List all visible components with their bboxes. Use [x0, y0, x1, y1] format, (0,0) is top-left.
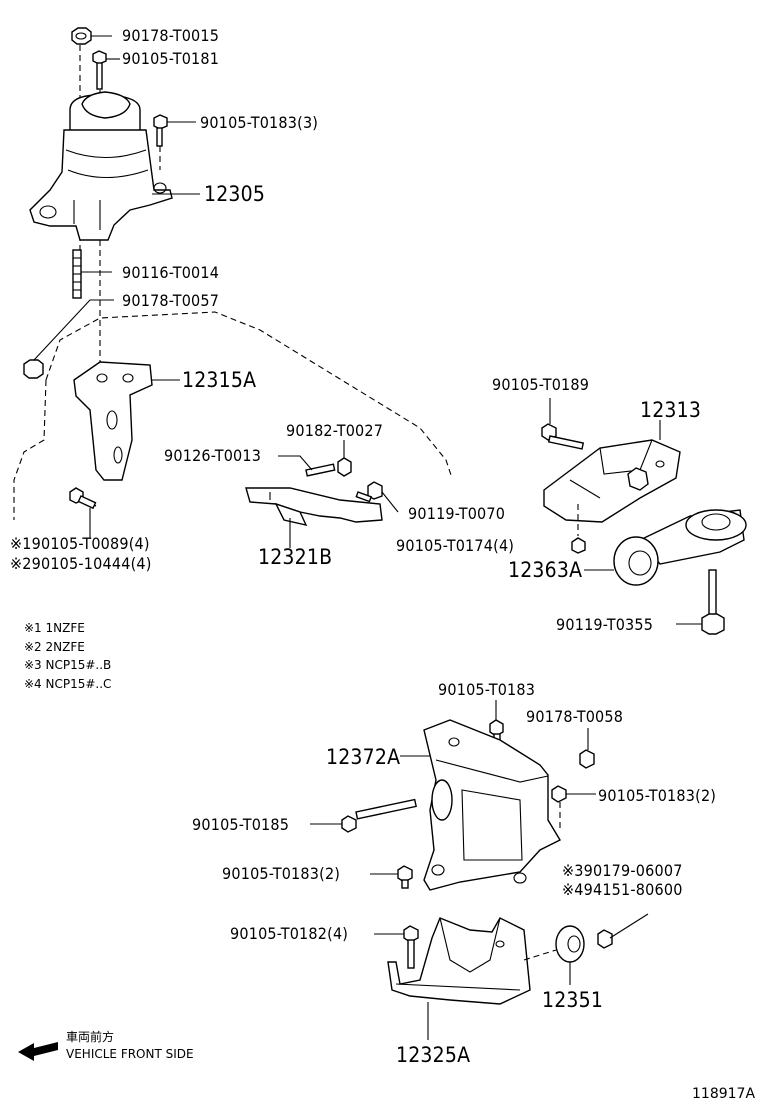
label-90105-T0183-3: 90105-T0183(3): [200, 113, 319, 132]
bracket-12313-drawing: [543, 439, 681, 523]
label-94151-80600: ※494151-80600: [562, 880, 683, 899]
label-12321B: 12321B: [258, 545, 333, 569]
nut-90182-T0027-drawing: [337, 457, 352, 477]
label-90105-T0183-2b: 90105-T0183(2): [222, 864, 341, 883]
label-90105-T0089-4: ※190105-T0089(4): [10, 534, 150, 553]
bracket-12321B-drawing: [245, 487, 383, 526]
bolt-90105-T0174-drawing: [571, 537, 586, 554]
note-4: ※4 NCP15#..C: [24, 677, 112, 691]
stud-90116-T0014-drawing: [72, 249, 82, 299]
label-90105-10444-4: ※290105-10444(4): [10, 554, 152, 573]
label-90105-T0183-2a: 90105-T0183(2): [598, 786, 717, 805]
nut-90178-T0058-drawing: [579, 749, 595, 769]
bracket-12315A-drawing: [73, 361, 153, 481]
note-1: ※1 1NZFE: [24, 621, 85, 635]
bushing-12351-drawing: [555, 925, 613, 963]
bolt-90105-T0183-2b-drawing: [397, 865, 413, 889]
bolt-90105-T0181-drawing: [92, 50, 107, 90]
engine-mount-12305-drawing: [29, 91, 173, 241]
label-90105-T0182-4: 90105-T0182(4): [230, 924, 349, 943]
bracket-12325A-drawing: [387, 917, 531, 1005]
label-90116-T0014: 90116-T0014: [122, 263, 220, 282]
bolt-90119-T0070-drawing: [355, 481, 383, 503]
label-12351: 12351: [542, 988, 604, 1012]
label-90105-T0181: 90105-T0181: [122, 49, 220, 68]
nut-90178-T0057-drawing: [23, 359, 44, 379]
label-90119-T0070: 90119-T0070: [408, 504, 506, 523]
rod-12363A-drawing: [613, 509, 747, 586]
note-3: ※3 NCP15#..B: [24, 658, 112, 672]
direction-label-en: VEHICLE FRONT SIDE: [66, 1047, 194, 1061]
label-90105-T0183: 90105-T0183: [438, 680, 536, 699]
label-12372A: 12372A: [326, 745, 401, 769]
vehicle-front-arrow-icon: [18, 1042, 58, 1061]
bolt-90105-T0185-drawing: [341, 798, 417, 833]
label-90126-T0013: 90126-T0013: [164, 446, 262, 465]
bolt-90105-T0183-2a-drawing: [551, 785, 567, 803]
bolt-90119-T0355-drawing: [701, 569, 725, 635]
figure-number: 118917A: [692, 1086, 756, 1102]
label-90119-T0355: 90119-T0355: [556, 615, 654, 634]
label-90178-T0058: 90178-T0058: [526, 707, 624, 726]
direction-label-jp: 車両前方: [66, 1030, 115, 1044]
bolt-90105-T0089-drawing: [69, 487, 97, 510]
label-12315A: 12315A: [182, 368, 257, 392]
nut-90178-T0015-drawing: [71, 27, 92, 45]
label-90105-T0189: 90105-T0189: [492, 375, 590, 394]
label-90105-T0174-4: 90105-T0174(4): [396, 536, 515, 555]
bolt-90105-T0189-drawing: [541, 423, 585, 450]
bolt-90105-T0183-3-drawing: [153, 114, 168, 147]
label-90179-06007: ※390179-06007: [562, 861, 683, 880]
note-2: ※2 2NZFE: [24, 640, 85, 654]
label-90182-T0027: 90182-T0027: [286, 421, 384, 440]
label-90105-T0185: 90105-T0185: [192, 815, 290, 834]
label-12313: 12313: [640, 398, 702, 422]
label-12305: 12305: [204, 182, 266, 206]
label-90178-T0015: 90178-T0015: [122, 26, 220, 45]
label-90178-T0057: 90178-T0057: [122, 291, 220, 310]
bolt-90105-T0182-drawing: [403, 925, 419, 969]
label-12325A: 12325A: [396, 1043, 471, 1067]
label-12363A: 12363A: [508, 558, 583, 582]
stud-90126-T0013-drawing: [305, 463, 336, 477]
mount-12372A-drawing: [423, 719, 561, 891]
